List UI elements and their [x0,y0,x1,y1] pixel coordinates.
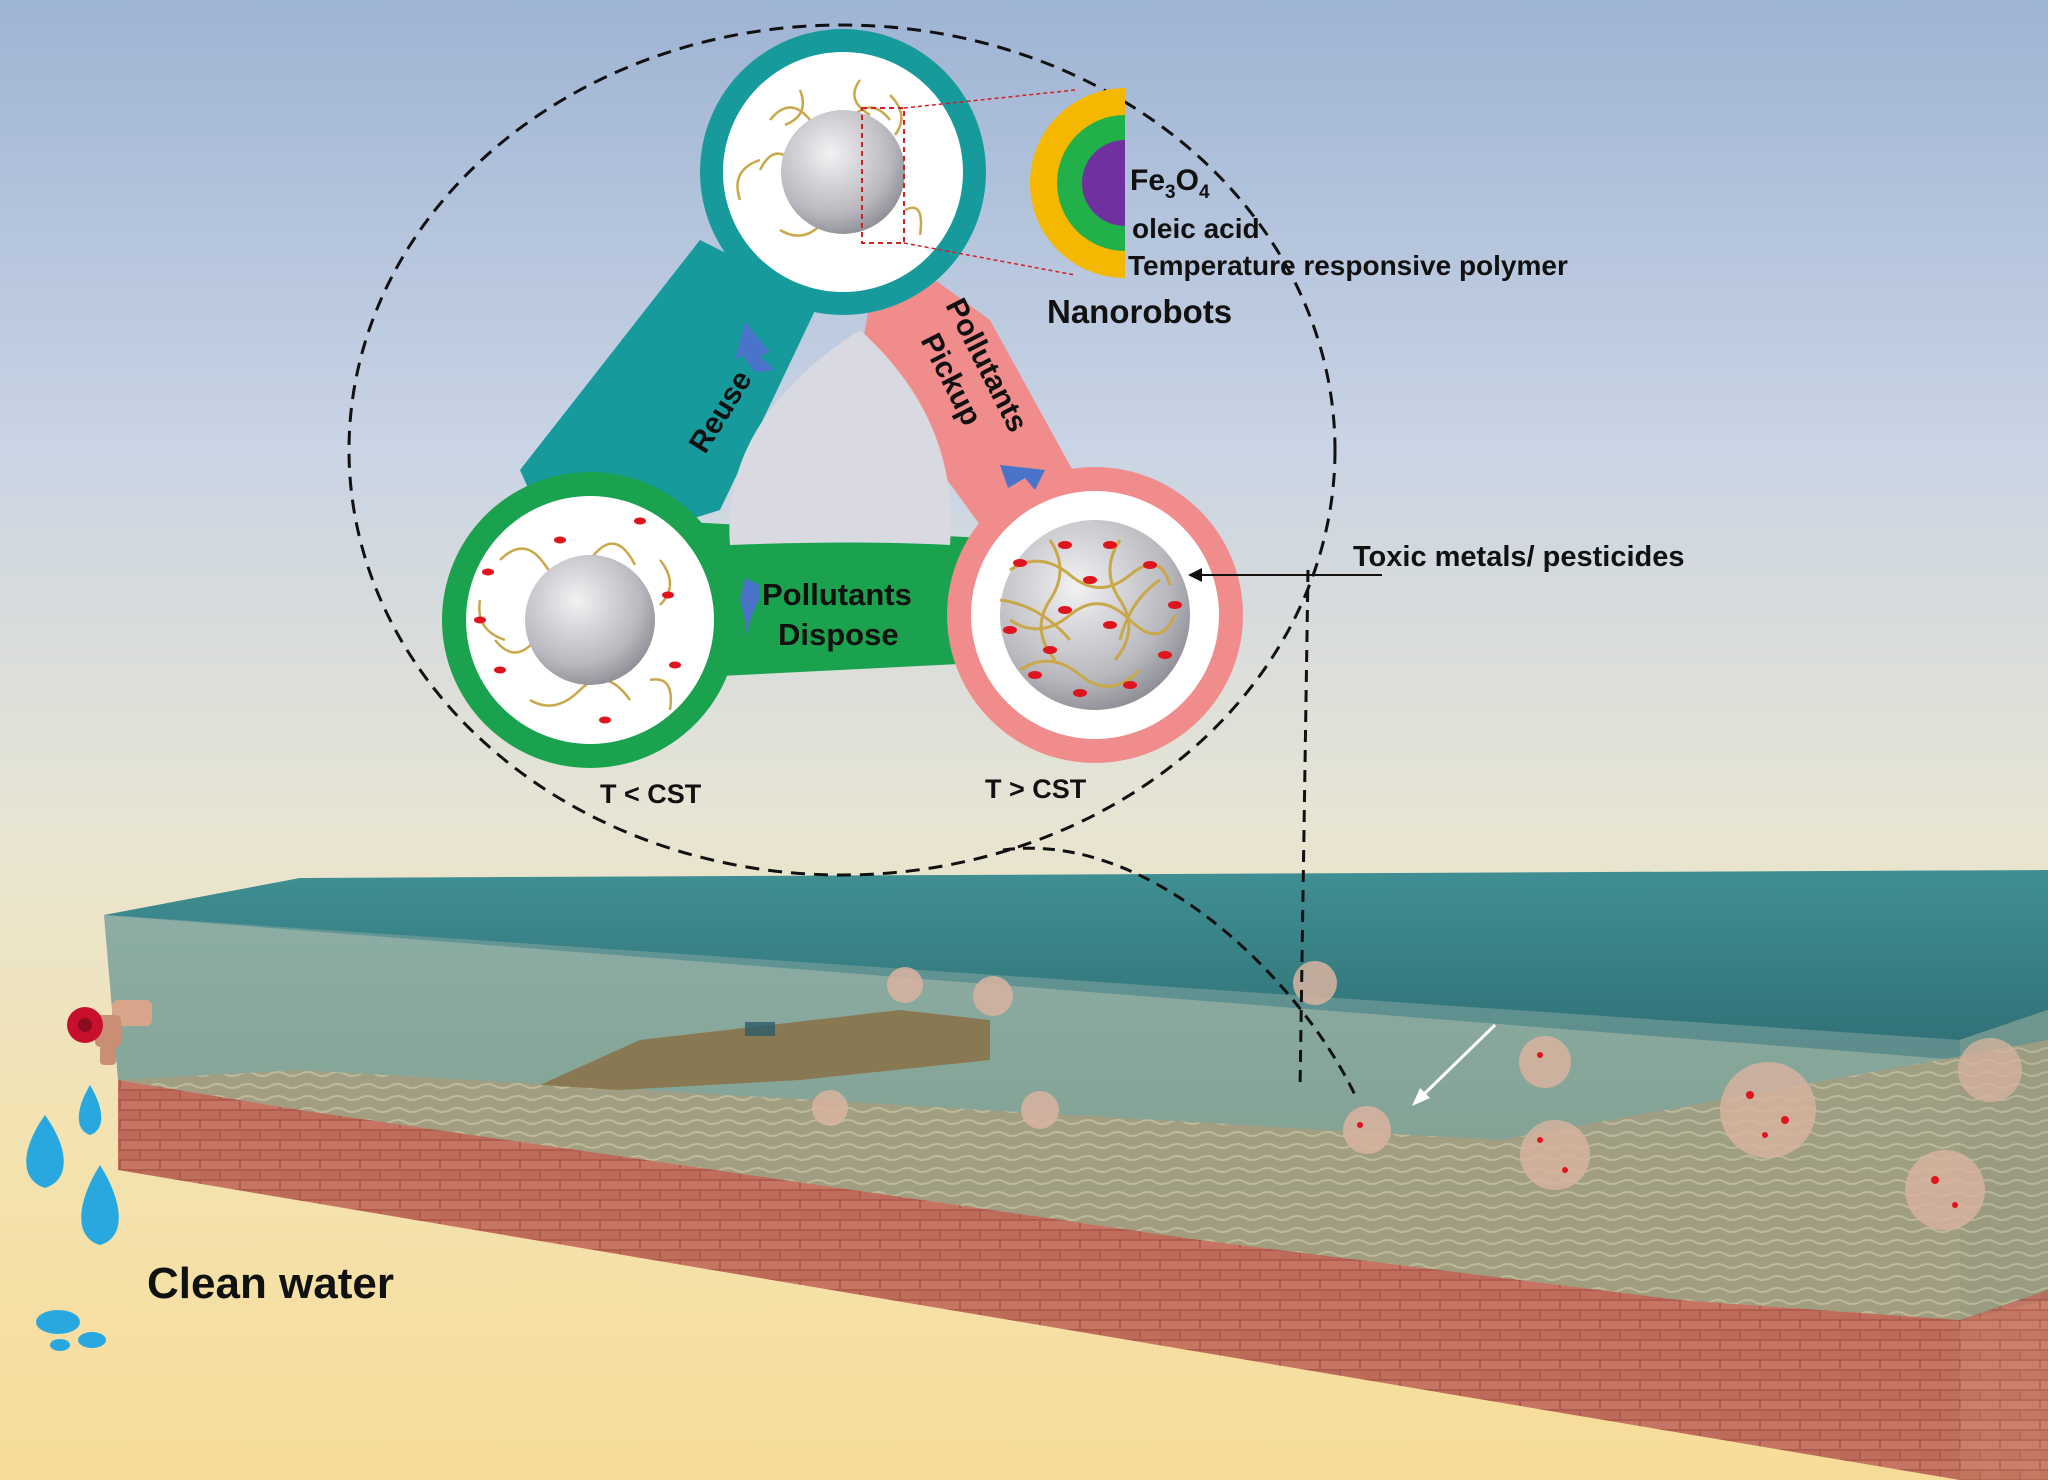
faucet-icon [67,1000,152,1065]
brick-wall [118,1080,1960,1480]
center-hole [729,330,951,545]
toxic-metals-label: Toxic metals/ pesticides [1353,541,1685,573]
nanorobots-label: Nanorobots [1047,293,1232,330]
core-label: Fe3O4 [1130,164,1210,203]
zoom-circle [347,23,1337,877]
node-right-core [1000,520,1190,710]
nanorobot-particles [812,961,2022,1230]
particle [1520,1120,1590,1190]
submerged-wreck [540,1010,990,1090]
zoom-line [903,242,1076,276]
dispose-label-line1: Pollutants [762,577,912,612]
particle [973,976,1013,1016]
zoom-box [861,107,905,244]
particle [1519,1036,1571,1088]
wreck-window [745,1022,775,1036]
polymer-label: Temperature responsive polymer [1128,250,1568,281]
arrow-icon [735,322,1045,638]
particle [1293,961,1337,1005]
brick-wall-side [1960,1290,2048,1480]
particle [887,967,923,1003]
water-tank [104,870,2048,1480]
zoom-connectors [1002,569,1357,1096]
treatment-cycle: Reuse Pollutants Pickup Pollutants Dispo… [442,29,1243,809]
particle [1343,1106,1391,1154]
arrow-icon [1412,1023,1497,1106]
particle [1720,1062,1816,1158]
dispose-arm [640,520,1040,680]
node-left-core [525,555,655,685]
particle [1958,1038,2022,1102]
node-top-core [781,110,905,234]
fe3o4-core-layer [1082,140,1125,226]
particle [1021,1091,1059,1129]
particle [812,1090,848,1126]
nanorobot-layer-detail: Fe3O4 oleic acid Temperature responsive … [903,88,1568,330]
node-left-pollutants [474,517,681,724]
sandy-floor-right [1500,1040,2048,1320]
particle [1905,1150,1985,1230]
particle-pollutant-dots [1357,1052,1958,1208]
sandy-floor [118,1070,1960,1320]
node-right-pollutants [1003,541,1182,697]
water-surface [104,870,2048,1060]
toxic-pointer [1188,568,1382,582]
clean-water-label: Clean water [147,1259,394,1308]
water-drop-icon [26,1085,119,1351]
dispose-label-line2: Dispose [778,617,899,652]
oleic-acid-label: oleic acid [1132,213,1260,244]
zoom-line [903,89,1076,109]
temp-below-label: T < CST [600,779,702,809]
temp-above-label: T > CST [985,774,1087,804]
